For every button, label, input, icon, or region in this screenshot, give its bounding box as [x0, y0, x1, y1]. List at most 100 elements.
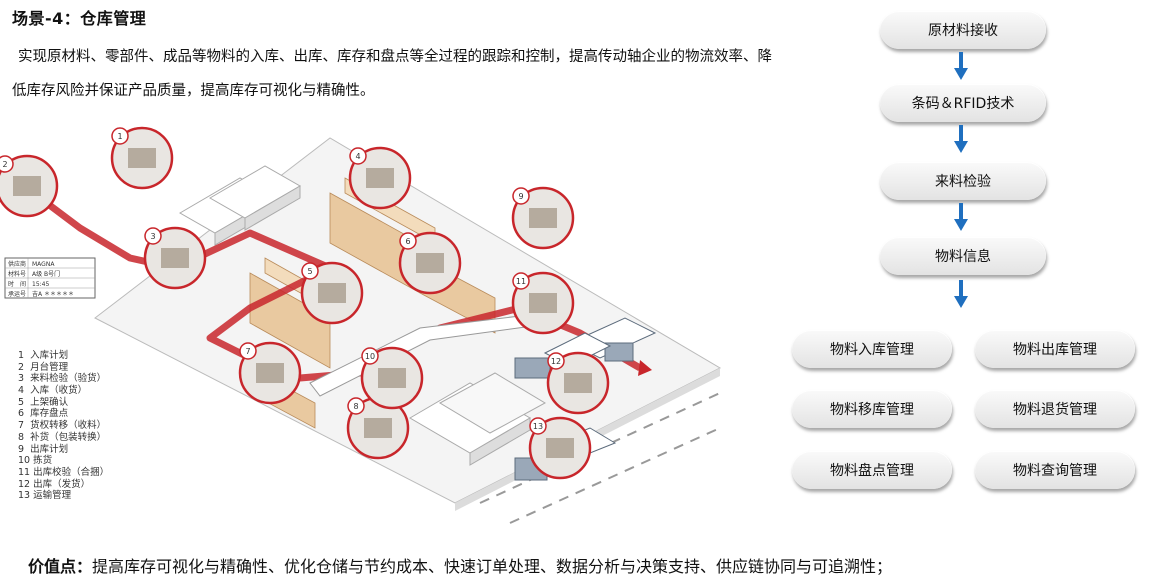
- badge-scene: [416, 253, 444, 273]
- badge-number-circle: [144, 227, 162, 245]
- process-badge: 7: [238, 341, 302, 405]
- value-points-text: 提高库存可视化与精确性、优化仓储与节约成本、快速订单处理、数据分析与决策支持、供…: [92, 557, 893, 576]
- process-badge: 12: [546, 351, 610, 415]
- module-stocktake: 物料盘点管理: [792, 451, 952, 489]
- badge-scene: [256, 363, 284, 383]
- badge-number-circle: [512, 272, 530, 290]
- process-badge: 4: [348, 146, 412, 210]
- flow-arrow: [954, 125, 968, 153]
- flow-step-material-receipt: 原材料接收: [880, 11, 1046, 49]
- badge-number: 4: [355, 152, 360, 161]
- module-query: 物料查询管理: [975, 451, 1135, 489]
- module-inbound: 物料入库管理: [792, 330, 952, 368]
- process-badge: 2: [0, 154, 59, 218]
- card-label: 材料号: [8, 270, 26, 278]
- legend-item: 2 月台管理: [18, 361, 69, 373]
- badge-number: 5: [307, 267, 312, 276]
- card-label: 承运号: [8, 290, 26, 298]
- badge-number-circle: [349, 147, 367, 165]
- badge-number-circle: [301, 262, 319, 280]
- intro-paragraph: 实现原材料、零部件、成品等物料的入库、出库、库存和盘点等全过程的跟踪和控制，提高…: [12, 49, 772, 99]
- process-badge: 8: [346, 396, 410, 460]
- module-returns: 物料退货管理: [975, 390, 1135, 428]
- badge-number-circle: [239, 342, 257, 360]
- legend-item: 5 上架确认: [18, 396, 69, 408]
- process-badge: 6: [398, 231, 462, 295]
- flow-step-material-info: 物料信息: [880, 237, 1046, 275]
- legend-item: 3 来料检验（验货）: [18, 373, 107, 385]
- flow-step-barcode-rfid: 条码＆RFID技术: [880, 84, 1046, 122]
- badge-scene: [529, 208, 557, 228]
- legend-item: 4 入库（收货）: [18, 385, 88, 397]
- card-value: MAGNA: [32, 261, 55, 268]
- module-outbound: 物料出库管理: [975, 330, 1135, 368]
- badge-number-circle: [547, 352, 565, 370]
- badge-number: 10: [365, 352, 375, 361]
- badge-number-circle: [512, 187, 530, 205]
- process-badge: 1: [110, 126, 174, 190]
- process-badge: 13: [528, 416, 592, 480]
- badge-scene: [564, 373, 592, 393]
- card-value: 15:45: [32, 281, 49, 288]
- badge-scene: [529, 293, 557, 313]
- badge-scene: [318, 283, 346, 303]
- legend-item: 13 运输管理: [18, 490, 72, 502]
- badge-number: 7: [245, 347, 250, 356]
- process-badge: 3: [143, 226, 207, 290]
- badge-scene: [13, 176, 41, 196]
- legend-item: 8 补货（包装转换）: [18, 431, 107, 443]
- badge-number: 1: [117, 132, 122, 141]
- legend-item: 1 入库计划: [18, 350, 69, 361]
- flow-arrow: [954, 280, 968, 308]
- badge-number: 6: [405, 237, 410, 246]
- badge-number-circle: [111, 127, 129, 145]
- card-value: 吉A ＊＊＊＊＊: [32, 291, 74, 298]
- flow-arrow: [954, 203, 968, 231]
- badge-scene: [546, 438, 574, 458]
- value-points: 价值点：提高库存可视化与精确性、优化仓储与节约成本、快速订单处理、数据分析与决策…: [28, 553, 892, 577]
- flow-arrow: [954, 52, 968, 80]
- flow-step-incoming-inspection: 来料检验: [880, 162, 1046, 200]
- legend-item: 9 出库计划: [18, 443, 69, 455]
- legend-item: 10 拣货: [18, 455, 53, 467]
- value-points-label: 价值点：: [28, 557, 93, 576]
- badge-scene: [364, 418, 392, 438]
- badge-number: 11: [516, 277, 526, 286]
- badge-number: 3: [150, 232, 155, 241]
- badge-scene: [366, 168, 394, 188]
- badge-number: 2: [2, 160, 7, 169]
- dock-trailers-bottom: [409, 372, 547, 466]
- process-badge: 11: [511, 271, 575, 335]
- badge-number-circle: [529, 417, 547, 435]
- badge-scene: [128, 148, 156, 168]
- legend-item: 6 库存盘点: [18, 408, 69, 420]
- process-badge: 10: [360, 346, 424, 410]
- road-line: [509, 427, 721, 524]
- legend-item: 11 出库校验（合捆）: [18, 466, 110, 478]
- module-transfer: 物料移库管理: [792, 390, 952, 428]
- badge-number: 13: [533, 422, 543, 431]
- route-arrowhead: [638, 360, 652, 376]
- page-title: 场景-4：仓库管理: [12, 9, 147, 28]
- badge-scene: [378, 368, 406, 388]
- process-badge: 5: [300, 261, 364, 325]
- warehouse-illustration: 供应商 MAGNA 材料号 A级 B号门 时 间 15:45 承运号 吉A ＊＊…: [0, 126, 722, 524]
- card-label: 时 间: [8, 280, 26, 288]
- badge-number-circle: [0, 155, 14, 173]
- card-value: A级 B号门: [32, 270, 60, 278]
- badge-number: 8: [353, 402, 358, 411]
- process-badge: 9: [511, 186, 575, 250]
- legend-item: 12 出库（发货）: [18, 478, 91, 490]
- badge-number-circle: [399, 232, 417, 250]
- badge-number-circle: [361, 347, 379, 365]
- delivery-info-card: 供应商 MAGNA 材料号 A级 B号门 时 间 15:45 承运号 吉A ＊＊…: [4, 257, 96, 299]
- badge-number: 9: [518, 192, 523, 201]
- legend-item: 7 货权转移（收料）: [18, 420, 107, 432]
- dock-trailers-top: [179, 165, 302, 246]
- badge-number-circle: [347, 397, 365, 415]
- badge-scene: [161, 248, 189, 268]
- card-label: 供应商: [8, 260, 26, 268]
- badge-number: 12: [551, 357, 561, 366]
